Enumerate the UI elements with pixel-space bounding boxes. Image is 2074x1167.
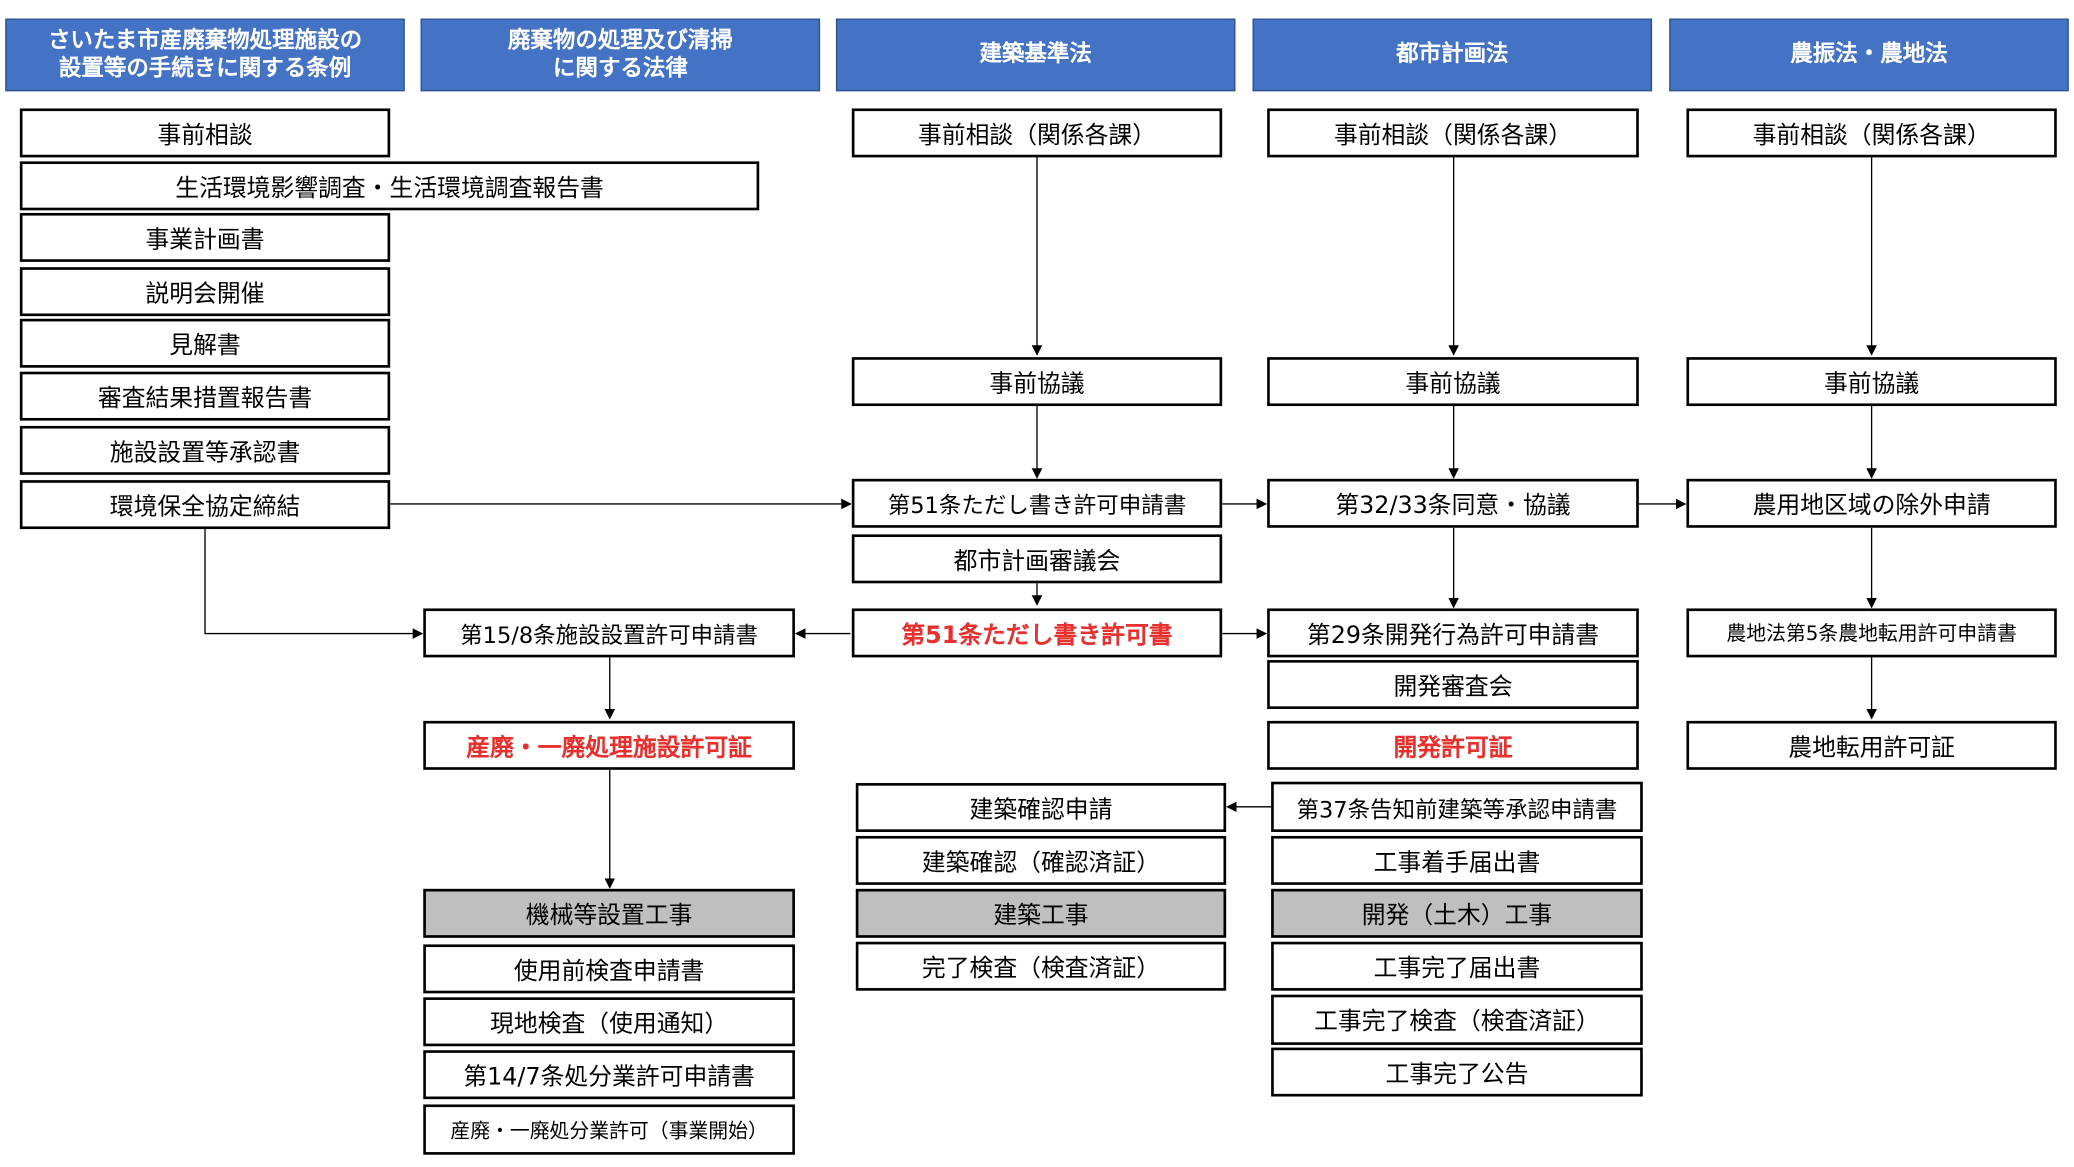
art51-permit-box: 第51条ただし書き許可書 [851,608,1223,658]
pre-use-inspection-box: 使用前検査申請書 [423,944,795,994]
business-permit-box: 産廃・一廃処分業許可（事業開始） [423,1104,795,1155]
header-waste-law: 廃棄物の処理及び清掃 に関する法律 [420,18,821,92]
site-inspection-box: 現地検査（使用通知） [423,997,795,1047]
saitama-consult-box: 事前相談 [19,108,391,158]
city-consult-box: 事前相談（関係各課） [1267,108,1639,158]
art37-application-box: 第37条告知前建築等承認申請書 [1271,781,1643,832]
opinion-box: 見解書 [19,318,391,368]
agri-consult-box: 事前相談（関係各課） [1686,108,2057,158]
briefing-box: 説明会開催 [19,267,391,317]
development-council-box: 開発審査会 [1267,660,1639,709]
approval-box: 施設設置等承認書 [19,425,391,475]
development-permit-box: 開発許可証 [1267,720,1639,770]
completion-announcement-box: 工事完了公告 [1271,1047,1643,1097]
agri-exclusion-box: 農用地区域の除外申請 [1686,478,2057,528]
art51-application-box: 第51条ただし書き許可申請書 [851,478,1223,528]
header-saitama-ordinance: さいたま市産廃棄物処理施設の 設置等の手続きに関する条例 [5,18,405,92]
facility-permit-box: 産廃・一廃処理施設許可証 [423,720,795,770]
review-report-box: 審査結果措置報告書 [19,371,391,421]
art32-33-box: 第32/33条同意・協議 [1267,478,1639,528]
header-agricultural-law: 農振法・農地法 [1669,18,2069,92]
env-survey-box: 生活環境影響調査・生活環境調査報告書 [19,161,760,211]
header-building-standards-law: 建築基準法 [835,18,1236,92]
install-application-box: 第15/8条施設設置許可申請書 [423,608,795,658]
building-construction-box: 建築工事 [855,888,1227,938]
machine-work-box: 機械等設置工事 [423,888,795,938]
completion-inspection-box: 工事完了検査（検査済証） [1271,994,1643,1045]
construction-start-notice-box: 工事着手届出書 [1271,835,1643,885]
building-confirm-application-box: 建築確認申請 [855,783,1227,832]
agri-pre-discussion-box: 事前協議 [1686,357,2057,407]
art5-application-box: 農地法第5条農地転用許可申請書 [1686,608,2057,658]
business-application-box: 第14/7条処分業許可申請書 [423,1050,795,1100]
env-agreement-box: 環境保全協定締結 [19,480,391,530]
city-planning-council-box: 都市計画審議会 [851,534,1223,584]
building-pre-discussion-box: 事前協議 [851,357,1223,407]
completion-notice-box: 工事完了届出書 [1271,941,1643,991]
civil-work-box: 開発（土木）工事 [1271,888,1643,938]
building-completion-inspection-box: 完了検査（検査済証） [855,941,1227,991]
business-plan-box: 事業計画書 [19,212,391,262]
conversion-permit-box: 農地転用許可証 [1686,720,2057,770]
city-pre-discussion-box: 事前協議 [1267,357,1639,407]
connector-env-agreement-to-install-application [204,527,424,639]
header-city-planning-law: 都市計画法 [1252,18,1653,92]
building-consult-box: 事前相談（関係各課） [851,108,1223,158]
building-confirmation-box: 建築確認（確認済証） [855,835,1227,885]
art29-application-box: 第29条開発行為許可申請書 [1267,608,1639,658]
